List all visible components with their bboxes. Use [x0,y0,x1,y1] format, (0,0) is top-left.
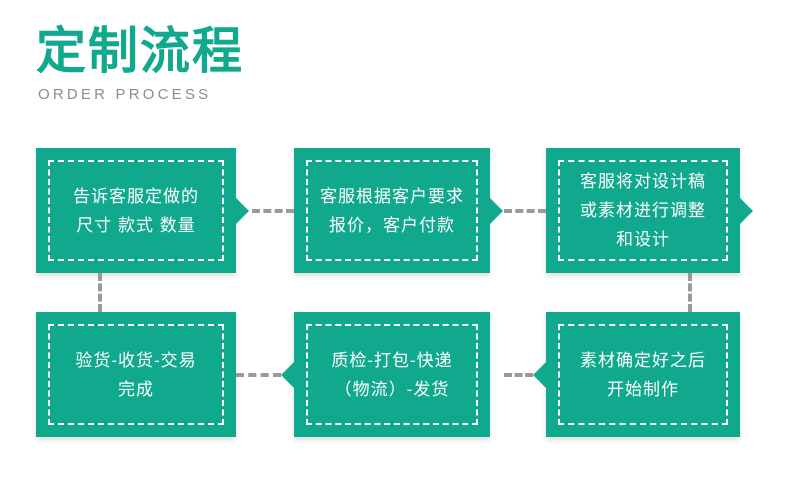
arrow-right-icon-step-2 [490,197,503,224]
flow-step-2-label: 客服根据客户要求 报价，客户付款 [320,186,464,235]
flow-step-1: 告诉客服定做的 尺寸 款式 数量 [36,148,249,273]
arrow-right-icon-step-1 [236,197,249,224]
flow-step-4-dashed-frame: 验货-收货-交易 完成 [48,324,224,425]
flow-step-2-dashed-frame: 客服根据客户要求 报价，客户付款 [306,160,478,261]
flow-step-1-label: 告诉客服定做的 尺寸 款式 数量 [73,186,199,235]
header: 定制流程 ORDER PROCESS [36,22,456,104]
flow-step-4-label: 验货-收货-交易 完成 [75,350,197,399]
flow-step-4: 验货-收货-交易 完成 [36,312,236,437]
page-title: 定制流程 [36,23,244,79]
flow-step-5: 质检-打包-快递 （物流）-发货 [281,312,490,437]
connector-step3-step6 [688,273,692,312]
arrow-left-icon-step-5 [281,361,294,388]
connector-step2-step3 [504,209,546,213]
flow-step-1-dashed-frame: 告诉客服定做的 尺寸 款式 数量 [48,160,224,261]
flow-step-6: 素材确定好之后 开始制作 [533,312,740,437]
connector-step5-step4 [236,373,281,377]
page-subtitle: ORDER PROCESS [38,86,212,103]
arrow-right-icon-step-3 [740,197,753,224]
flow-step-2: 客服根据客户要求 报价，客户付款 [294,148,503,273]
flow-step-6-dashed-frame: 素材确定好之后 开始制作 [558,324,728,425]
connector-step6-step5 [504,373,533,377]
connector-step1-step2 [252,209,294,213]
flow-step-3: 客服将对设计稿 或素材进行调整 和设计 [546,148,753,273]
connector-step4-step1 [98,273,102,312]
flow-step-5-dashed-frame: 质检-打包-快递 （物流）-发货 [306,324,478,425]
flow-step-6-label: 素材确定好之后 开始制作 [580,350,706,399]
flow-step-5-label: 质检-打包-快递 （物流）-发货 [331,350,453,399]
arrow-left-icon-step-6 [533,361,546,388]
flow-step-3-label: 客服将对设计稿 或素材进行调整 和设计 [580,172,706,249]
flow-step-3-dashed-frame: 客服将对设计稿 或素材进行调整 和设计 [558,160,728,261]
